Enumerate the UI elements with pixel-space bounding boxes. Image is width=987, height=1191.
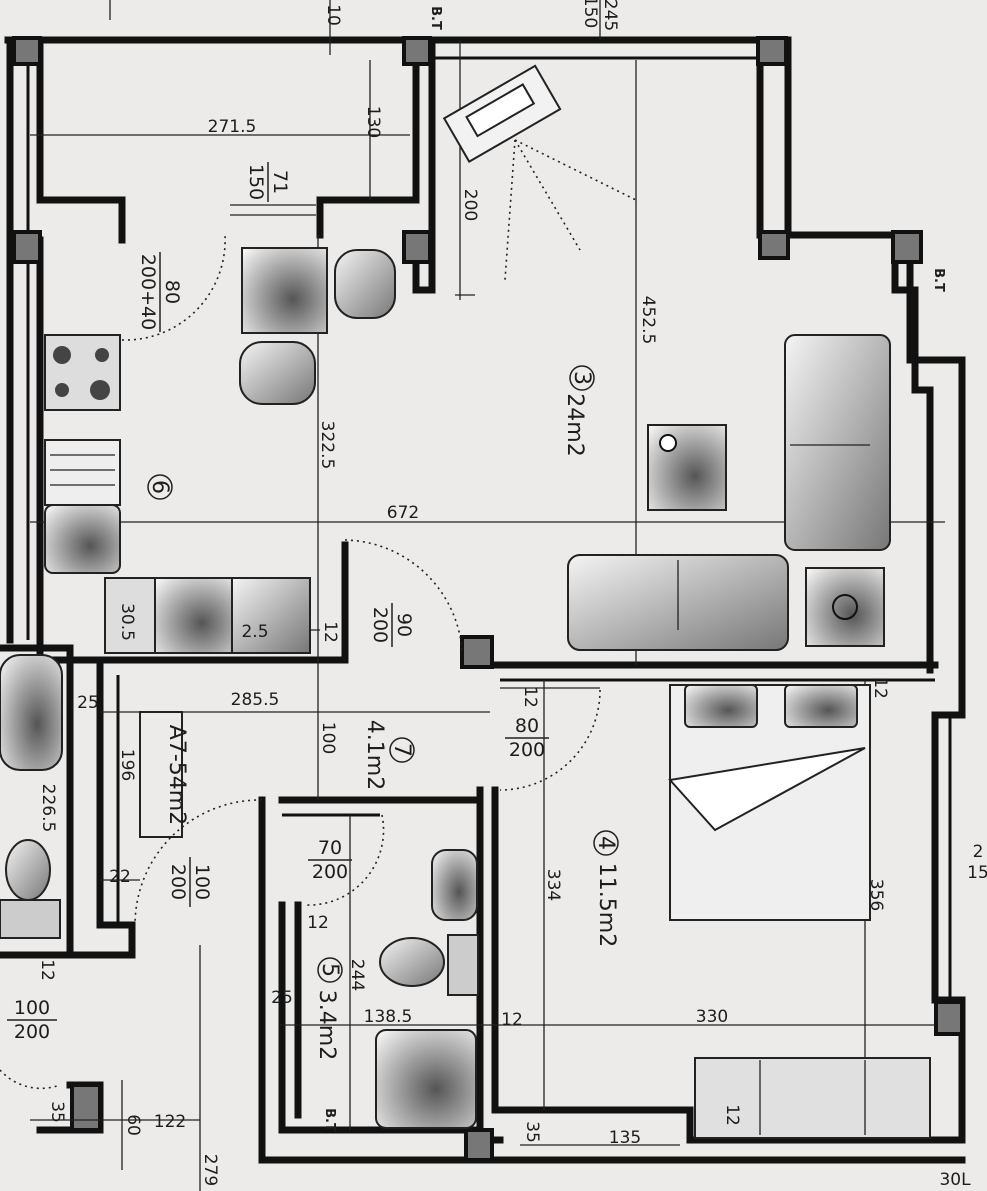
room-area-7: 4.1m2 (362, 720, 387, 790)
svg-text:200: 200 (167, 864, 189, 900)
dim-35a: 35 (47, 1101, 67, 1123)
walls (0, 36, 966, 1164)
chair-icon (334, 249, 396, 319)
structural-columns (12, 36, 964, 1162)
dim-12e: 12 (501, 1010, 523, 1030)
room-id-6: 6 (147, 480, 172, 494)
dim-60: 60 (123, 1114, 143, 1136)
svg-text:200: 200 (369, 607, 391, 643)
sofa-icon (784, 334, 891, 551)
bathtub-icon (0, 654, 63, 771)
dim-12d: 12 (307, 913, 329, 933)
svg-text:200+40: 200+40 (137, 254, 159, 330)
dim-245: 245 (600, 0, 620, 31)
dim-35b: 35 (522, 1121, 542, 1143)
dim-12c: 12 (870, 677, 890, 699)
dim-135: 135 (609, 1128, 641, 1148)
dim-196: 196 (117, 749, 137, 781)
door-size-living: 90 200 (369, 603, 415, 647)
dim-122a: 122 (154, 1112, 186, 1132)
dim-100: 100 (318, 722, 338, 754)
room-id-5: 5 (317, 963, 342, 977)
dim-12g: 12 (722, 1104, 742, 1126)
dim-672: 672 (387, 503, 419, 523)
dim-2-right: 2 (973, 842, 984, 862)
dim-10: 10 (323, 4, 343, 26)
room-area-4: 11.5m2 (594, 863, 619, 947)
unit-label-text: A7-54m2 (164, 725, 189, 825)
dim-22: 22 (109, 867, 131, 887)
dim-279: 279 (200, 1154, 220, 1186)
door-size-lower-left: 100 200 (7, 997, 57, 1043)
svg-text:80: 80 (161, 280, 183, 304)
room-id-4: 4 (593, 836, 618, 850)
door-size-bedroom: 80 200 (505, 715, 549, 761)
toilet-icon (379, 937, 445, 987)
bt-tag-right: B.T (931, 268, 946, 292)
dim-285-5: 285.5 (231, 690, 280, 710)
room-labels: 3 24m2 4 11.5m2 5 3.4m2 6 7 4.1m2 (147, 365, 619, 1060)
door-size-kitchen: 80 200+40 (137, 252, 183, 332)
dim-12b: 12 (520, 686, 540, 708)
dim-12a: 12 (320, 621, 340, 643)
washbasin-icon (431, 849, 478, 921)
dim-150: 150 (580, 0, 600, 28)
unit-label: A7-54m2 (139, 711, 189, 838)
svg-text:150: 150 (245, 164, 267, 200)
svg-text:100: 100 (14, 997, 50, 1019)
dim-15-right: 15 (967, 863, 987, 883)
room-area-5: 3.4m2 (314, 990, 339, 1060)
furniture (0, 64, 931, 1139)
bt-tag-top: B.T (428, 6, 443, 30)
svg-text:200: 200 (312, 861, 348, 883)
door-swings (0, 204, 601, 1090)
side-table (805, 567, 885, 647)
dim-334: 334 (543, 869, 563, 901)
dim-452-5: 452.5 (638, 296, 658, 345)
room-id-3: 3 (569, 371, 594, 385)
room-area-3: 24m2 (562, 393, 587, 456)
svg-text:100: 100 (191, 864, 213, 900)
dimension-labels: 10 245 150 271.5 130 200 452.5 322.5 672… (37, 0, 987, 1190)
sink-icon (44, 504, 121, 574)
svg-text:90: 90 (393, 613, 415, 637)
shower-tray-icon (375, 1029, 477, 1129)
dim-200: 200 (460, 189, 480, 221)
svg-text:70: 70 (318, 837, 342, 859)
dining-table (241, 247, 328, 334)
room-id-7: 7 (389, 743, 414, 757)
dim-138-5: 138.5 (364, 1007, 413, 1027)
svg-text:200: 200 (509, 739, 545, 761)
dim-25a: 25 (77, 693, 99, 713)
drainboard (44, 439, 121, 506)
coffee-table (647, 424, 727, 511)
dim-330: 330 (696, 1007, 728, 1027)
dim-226-5: 226.5 (38, 784, 58, 833)
svg-text:200: 200 (14, 1021, 50, 1043)
dim-2-5: 2.5 (241, 622, 268, 642)
door-sizes: 80 200+40 71 150 90 200 80 200 70 200 10… (7, 162, 549, 1043)
svg-text:80: 80 (515, 715, 539, 737)
door-size-window: 71 150 (245, 162, 291, 202)
tv-icon (442, 64, 562, 164)
dim-30-5: 30.5 (117, 603, 137, 641)
door-size-entrance: 100 200 (167, 857, 213, 907)
wardrobe-icon (694, 1057, 931, 1139)
dim-12f: 12 (37, 959, 57, 981)
stove-icon (44, 334, 121, 411)
dim-322-5: 322.5 (317, 421, 337, 470)
dim-356: 356 (866, 879, 886, 911)
bt-tags: B.T B.T B.T (322, 6, 946, 1132)
chair-icon (239, 341, 316, 405)
bt-tag-bathroom: B.T (322, 1108, 337, 1132)
svg-text:71: 71 (269, 170, 291, 194)
dim-25b: 25 (271, 988, 293, 1008)
dim-30l: 30L (939, 1170, 971, 1190)
door-size-bathroom: 70 200 (308, 837, 352, 883)
dim-130: 130 (363, 106, 383, 138)
dim-244: 244 (347, 959, 367, 991)
toilet-icon (5, 839, 51, 901)
dim-271-5: 271.5 (208, 117, 257, 137)
